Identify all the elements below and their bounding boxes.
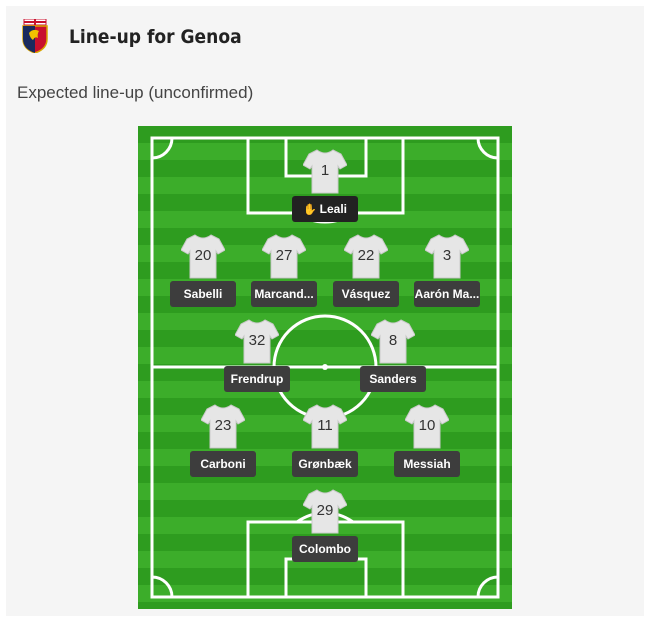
lineup-header: Line-up for Genoa xyxy=(12,14,632,54)
shirt-number: 22 xyxy=(357,247,375,264)
player-card[interactable]: 10 Messiah xyxy=(381,403,473,489)
shirt-icon: 32 xyxy=(235,318,279,364)
shirt-icon: 11 xyxy=(303,403,347,449)
player-card[interactable]: 32 Frendrup xyxy=(211,318,303,404)
shirt-icon: 8 xyxy=(371,318,415,364)
player-name: Vásquez xyxy=(333,281,399,307)
shirt-icon: 10 xyxy=(405,403,449,449)
shirt-icon: 23 xyxy=(201,403,245,449)
player-card[interactable]: 27 Marcand... xyxy=(238,233,330,319)
player-card[interactable]: 20 Sabelli xyxy=(157,233,249,319)
shirt-number: 3 xyxy=(442,247,452,264)
player-card[interactable]: 11 Grønbæk xyxy=(279,403,371,489)
player-name: Messiah xyxy=(394,451,460,477)
player-name: Sabelli xyxy=(170,281,236,307)
football-pitch: 1 ✋Leali 20 Sabelli 27 Marcand... 22 Vás… xyxy=(138,126,512,609)
shirt-number: 27 xyxy=(275,247,293,264)
player-name: Aarón Ma... xyxy=(414,281,480,307)
player-name: Marcand... xyxy=(251,281,317,307)
lineup-status: Expected line-up (unconfirmed) xyxy=(17,83,254,102)
genoa-crest-icon xyxy=(20,18,50,54)
shirt-icon: 1 xyxy=(303,148,347,194)
shirt-icon: 3 xyxy=(425,233,469,279)
player-card[interactable]: 29 Colombo xyxy=(279,488,371,574)
shirt-number: 10 xyxy=(418,417,436,434)
shirt-number: 11 xyxy=(317,417,333,434)
player-card[interactable]: 8 Sanders xyxy=(347,318,439,404)
shirt-number: 8 xyxy=(388,332,398,349)
goalkeeper-glove-icon: ✋ xyxy=(302,204,317,216)
page-title: Line-up for Genoa xyxy=(69,26,242,48)
shirt-icon: 29 xyxy=(303,488,347,534)
player-name: ✋Leali xyxy=(292,196,358,222)
player-card[interactable]: 1 ✋Leali xyxy=(279,148,371,234)
player-name: Frendrup xyxy=(224,366,290,392)
shirt-icon: 27 xyxy=(262,233,306,279)
player-name: Carboni xyxy=(190,451,256,477)
shirt-number: 23 xyxy=(214,417,232,434)
player-card[interactable]: 22 Vásquez xyxy=(320,233,412,319)
shirt-number: 1 xyxy=(320,162,330,179)
shirt-number: 29 xyxy=(316,502,334,519)
shirt-number: 32 xyxy=(248,332,266,349)
shirt-number: 20 xyxy=(194,247,212,264)
player-name: Sanders xyxy=(360,366,426,392)
player-card[interactable]: 23 Carboni xyxy=(177,403,269,489)
player-card[interactable]: 3 Aarón Ma... xyxy=(401,233,493,319)
player-name: Grønbæk xyxy=(292,451,358,477)
shirt-icon: 22 xyxy=(344,233,388,279)
player-name-text: Leali xyxy=(319,202,348,216)
shirt-icon: 20 xyxy=(181,233,225,279)
player-name: Colombo xyxy=(292,536,358,562)
